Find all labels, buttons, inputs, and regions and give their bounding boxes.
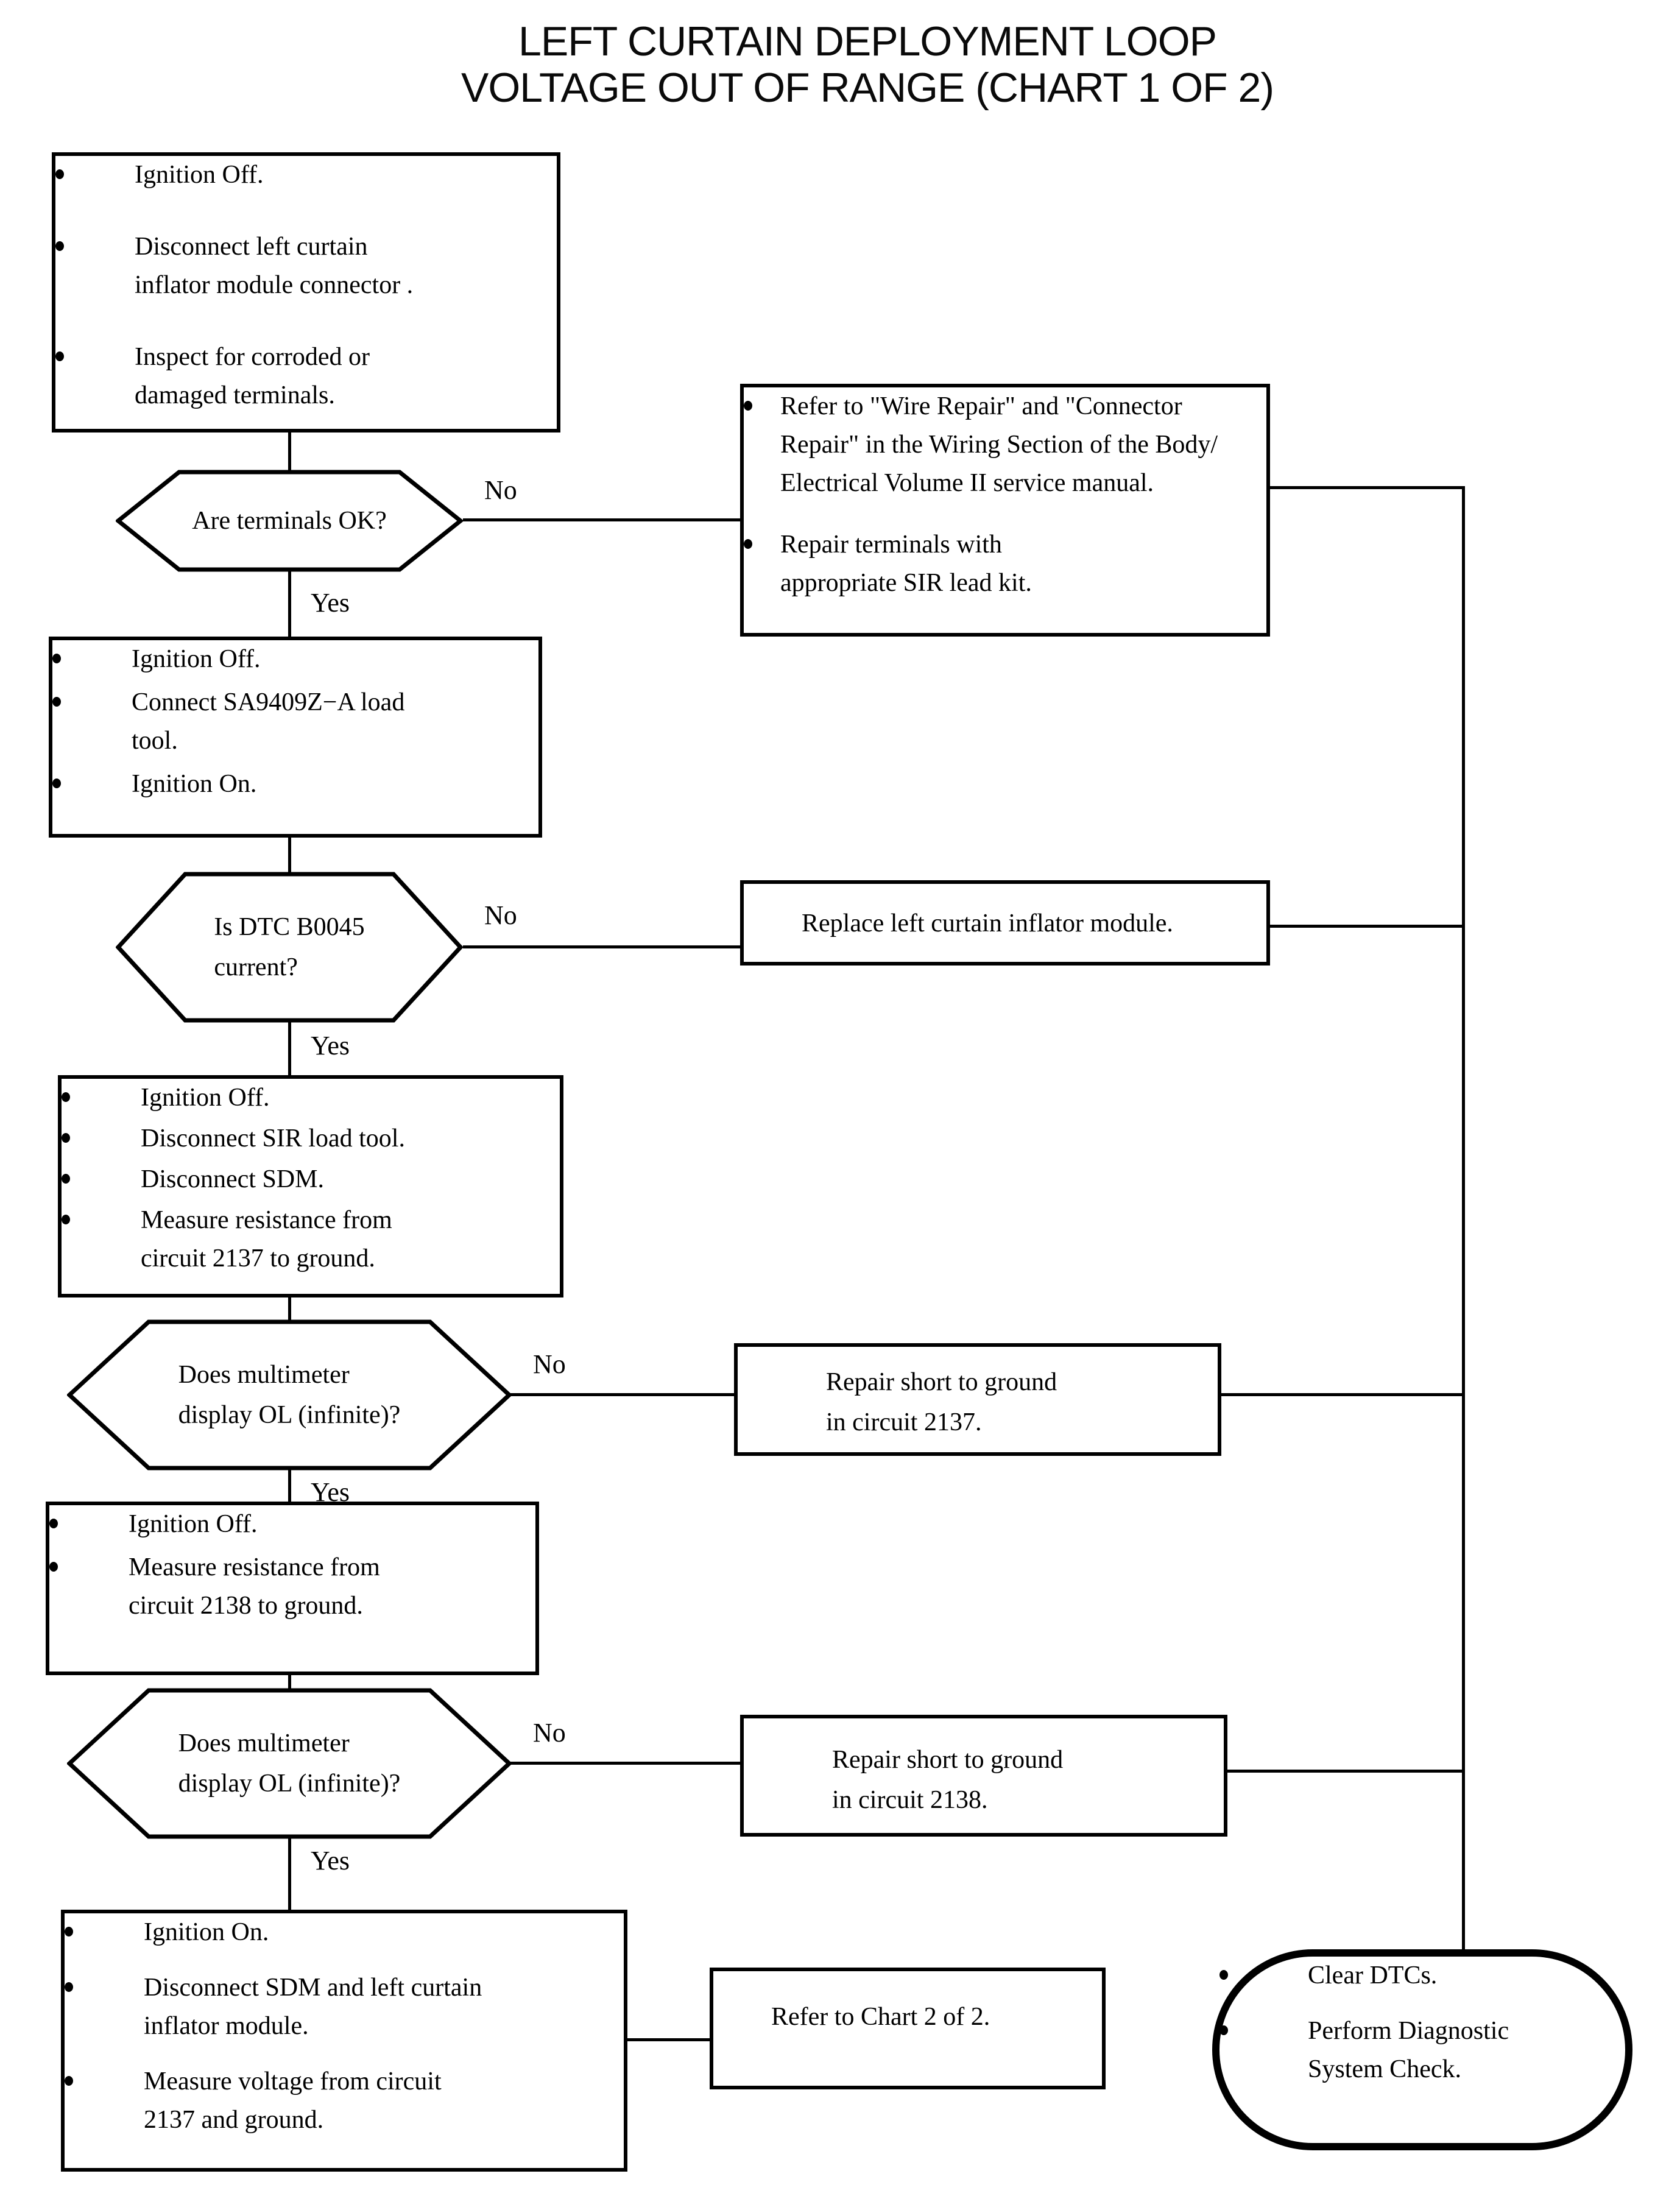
action-box-resistance-2138: Ignition Off. Measure resistance from ci… xyxy=(46,1502,539,1675)
page-title: LEFT CURTAIN DEPLOYMENT LOOP VOLTAGE OUT… xyxy=(55,18,1680,111)
list-item: Disconnect SDM and left curtain inflator… xyxy=(65,1969,624,2046)
hexagon-shape xyxy=(67,1319,512,1470)
list-item: Clear DTCs. xyxy=(1219,1957,1625,1995)
terminal-box-diagnostic-end: Clear DTCs. Perform Diagnostic System Ch… xyxy=(1212,1949,1632,2150)
hexagon-shape xyxy=(116,470,463,572)
connector-decision2-yes xyxy=(288,1020,291,1076)
list-item: Measure resistance from circuit 2138 to … xyxy=(49,1548,535,1625)
page-title-line-1: LEFT CURTAIN DEPLOYMENT LOOP xyxy=(518,18,1217,65)
result-text: Refer to Chart 2 of 2. xyxy=(771,2003,990,2031)
list-item: Disconnect SDM. xyxy=(62,1160,560,1199)
decision-question: Is DTC B0045 current? xyxy=(214,913,365,981)
connector-box2-to-decision2 xyxy=(288,836,291,874)
result-text: Replace left curtain inflator module. xyxy=(802,909,1173,937)
page-title-line-2: VOLTAGE OUT OF RANGE (CHART 1 OF 2) xyxy=(461,65,1274,111)
no-label-decision2: No xyxy=(484,900,517,930)
action-box-resistance-2137: Ignition Off. Disconnect SIR load tool. … xyxy=(58,1075,563,1297)
connector-wire-repair-to-trunk xyxy=(1269,486,1465,489)
connector-replace-module-to-trunk xyxy=(1269,925,1465,928)
decision-are-terminals-ok: Are terminals OK? xyxy=(116,469,463,573)
result-text: Repair short to ground in circuit 2137. xyxy=(826,1368,1057,1436)
result-box-repair-short-2137: Repair short to ground in circuit 2137. xyxy=(734,1343,1221,1456)
connector-decision1-no xyxy=(463,518,741,521)
connector-box5-to-refer-chart xyxy=(626,2038,711,2041)
connector-decision1-yes xyxy=(288,570,291,638)
connector-box4-to-decision4 xyxy=(288,1674,291,1689)
yes-label-decision2: Yes xyxy=(311,1031,350,1061)
list-item: Inspect for corroded or damaged terminal… xyxy=(55,338,557,415)
result-box-repair-short-2138: Repair short to ground in circuit 2138. xyxy=(740,1715,1227,1837)
list-item: Ignition Off. xyxy=(55,156,557,194)
connector-box3-to-decision3 xyxy=(288,1296,291,1322)
list-item: Measure resistance from circuit 2137 to … xyxy=(62,1201,560,1278)
result-box-refer-chart-2: Refer to Chart 2 of 2. xyxy=(710,1968,1106,2089)
result-box-replace-module: Replace left curtain inflator module. xyxy=(740,880,1270,966)
decision-multimeter-ol-2: Does multimeter display OL (infinite)? xyxy=(67,1687,512,1840)
list-item: Perform Diagnostic System Check. xyxy=(1219,2012,1625,2089)
no-label-decision3: No xyxy=(533,1349,566,1379)
connector-decision4-yes xyxy=(288,1837,291,1911)
connector-repair-2137-to-trunk xyxy=(1220,1393,1465,1396)
connector-repair-2138-to-trunk xyxy=(1226,1770,1465,1773)
decision-multimeter-ol-1: Does multimeter display OL (infinite)? xyxy=(67,1319,512,1471)
connector-decision3-no xyxy=(510,1393,735,1396)
connector-box1-to-decision1 xyxy=(288,429,291,472)
list-item: Refer to "Wire Repair" and "Connector Re… xyxy=(744,387,1266,503)
list-item: Ignition On. xyxy=(65,1913,624,1952)
list-item: Ignition On. xyxy=(52,765,538,803)
connector-decision3-yes xyxy=(288,1468,291,1503)
action-box-connect-load-tool: Ignition Off. Connect SA9409Z−A load too… xyxy=(49,637,542,838)
list-item: Connect SA9409Z−A load tool. xyxy=(52,683,538,760)
result-box-wire-repair: Refer to "Wire Repair" and "Connector Re… xyxy=(740,384,1270,637)
connector-decision4-no xyxy=(510,1762,741,1765)
no-label-decision4: No xyxy=(533,1718,566,1748)
list-item: Measure voltage from circuit 2137 and gr… xyxy=(65,2063,624,2139)
decision-dtc-b0045-current: Is DTC B0045 current? xyxy=(116,871,463,1023)
yes-label-decision4: Yes xyxy=(311,1846,350,1876)
list-item: Disconnect left curtain inflator module … xyxy=(55,228,557,305)
hexagon-shape xyxy=(67,1688,512,1839)
connector-trunk-to-terminal xyxy=(1462,486,1465,1951)
action-box-inspect-terminals: Ignition Off. Disconnect left curtain in… xyxy=(52,152,560,432)
connector-decision2-no xyxy=(463,945,741,948)
result-text: Repair short to ground in circuit 2138. xyxy=(832,1746,1064,1814)
list-item: Ignition Off. xyxy=(62,1079,560,1117)
action-box-measure-voltage: Ignition On. Disconnect SDM and left cur… xyxy=(61,1910,627,2172)
yes-label-decision3: Yes xyxy=(311,1477,350,1507)
list-item: Repair terminals with appropriate SIR le… xyxy=(744,526,1266,602)
list-item: Disconnect SIR load tool. xyxy=(62,1120,560,1158)
list-item: Ignition Off. xyxy=(49,1505,535,1544)
decision-question: Are terminals OK? xyxy=(192,507,387,535)
yes-label-decision1: Yes xyxy=(311,588,350,618)
hexagon-shape xyxy=(116,872,463,1023)
no-label-decision1: No xyxy=(484,475,517,505)
decision-question: Does multimeter display OL (infinite)? xyxy=(178,1361,401,1429)
decision-question: Does multimeter display OL (infinite)? xyxy=(178,1729,401,1798)
list-item: Ignition Off. xyxy=(52,640,538,679)
